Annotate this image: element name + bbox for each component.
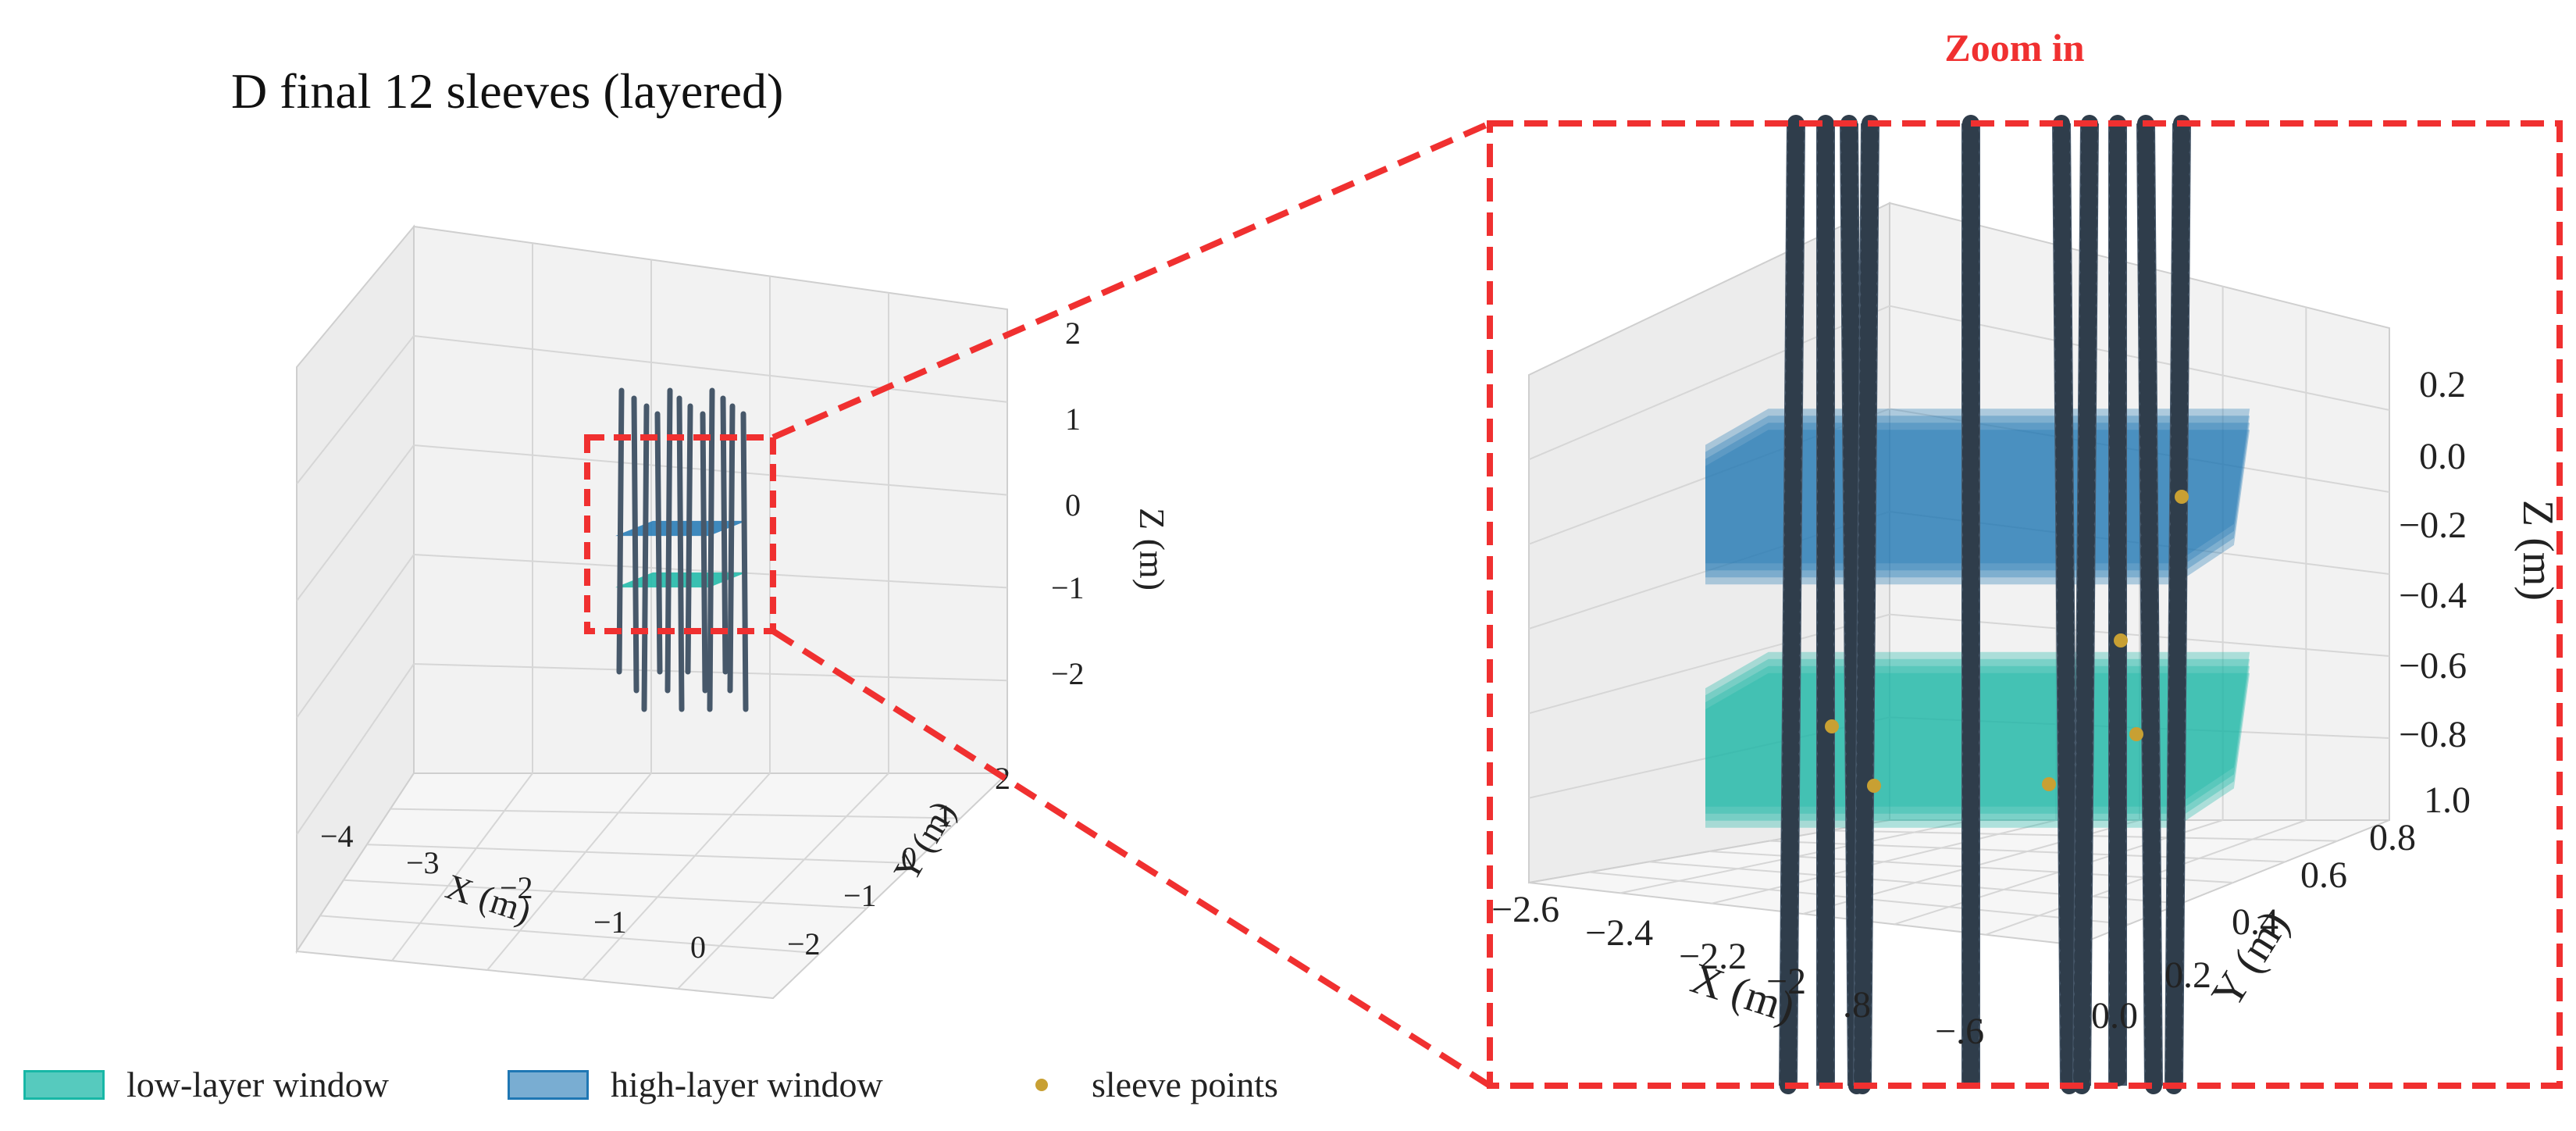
right-x-tick: −2: [1766, 961, 1806, 1002]
right-x-tick: −2.4: [1585, 912, 1653, 954]
grid-line: [413, 335, 1008, 403]
left-x-tick: 0: [690, 929, 706, 965]
left-z-tick: −1: [1051, 570, 1085, 605]
legend-points-marker: [1035, 1078, 1048, 1091]
left-y-tick: −2: [787, 926, 821, 962]
right-z-tick: −0.8: [2399, 714, 2467, 755]
right-sleeves: [1779, 115, 2191, 1094]
right-y-tick: 0.2: [2164, 954, 2211, 996]
sleeve-rod: [631, 395, 640, 694]
sleeve-texture: [1854, 115, 1879, 1094]
sleeve-texture: [2137, 115, 2162, 1094]
sleeve-rod: [641, 403, 650, 712]
right-z-tick: 0.0: [2419, 436, 2466, 477]
grid-line: [296, 444, 415, 601]
zoom-title: Zoom in: [1944, 26, 2084, 70]
right-y-tick: 1.0: [2424, 780, 2471, 821]
left-x-tick: −2: [500, 870, 533, 905]
left-y-tick: 0: [901, 840, 917, 876]
left-y-tick: 1: [937, 798, 953, 833]
left-title: D final 12 sleeves (layered): [231, 63, 783, 119]
right-y-label: Y (m): [2202, 902, 2298, 1016]
right-sleeve-points: [1825, 490, 2189, 793]
left-z-tick: 2: [1065, 316, 1081, 351]
sleeve-rod: [740, 411, 749, 712]
left-z-tick: −2: [1051, 656, 1085, 691]
left-y-ticks: −2 −1 0 1 2: [787, 761, 1010, 962]
sleeve-rod: [707, 387, 715, 712]
legend-high-label: high-layer window: [611, 1065, 883, 1104]
right-z-tick: −0.6: [2399, 645, 2467, 687]
right-x-tick: −.6: [1935, 1011, 1984, 1052]
sleeve-rod: [676, 395, 685, 712]
left-x-ticks: −4 −3 −2 −1 0: [320, 819, 706, 965]
zoom-link-top: [771, 120, 1491, 441]
zoom-source-box: [584, 434, 776, 634]
sleeve-texture: [2053, 115, 2078, 1094]
sleeve-rod: [720, 395, 729, 675]
left-y-tick: −1: [843, 878, 877, 913]
left-z-label: Z (m): [1132, 508, 1172, 590]
left-3d-plot: D final 12 sleeves (layered) 2 1 0 −1 −2…: [231, 63, 1172, 1000]
left-x-tick: −1: [593, 904, 627, 940]
left-z-tick: 0: [1065, 487, 1081, 523]
legend-item-high: high-layer window: [508, 1064, 883, 1105]
grid-line: [296, 554, 415, 719]
sleeve-rod: [727, 403, 736, 694]
sleeve-texture: [1780, 115, 1805, 1094]
sleeve-point: [2129, 727, 2143, 741]
legend-item-low: low-layer window: [23, 1064, 389, 1105]
grid-line: [319, 915, 821, 954]
sleeve-rod: [685, 403, 693, 675]
grid-line: [582, 772, 771, 980]
right-x-tick: .8: [1843, 984, 1871, 1026]
right-y-tick: 0.0: [2091, 995, 2138, 1036]
sleeve-texture: [2165, 115, 2190, 1094]
legend-low-label: low-layer window: [126, 1065, 389, 1104]
right-z-ticks: 0.2 0.0 −0.2 −0.4 −0.6 −0.8: [2399, 364, 2467, 755]
right-z-tick: 0.2: [2419, 364, 2466, 405]
sleeve-point: [2175, 490, 2189, 504]
right-y-tick: 0.4: [2232, 901, 2278, 943]
sleeve-point: [2114, 633, 2128, 648]
legend-item-points: sleeve points: [999, 1064, 1278, 1105]
grid-line: [486, 772, 652, 971]
sleeve-point: [1825, 719, 1839, 733]
grid-line: [343, 879, 868, 909]
grid-line: [391, 772, 533, 962]
grid-line: [296, 663, 415, 835]
left-z-tick: 1: [1065, 401, 1081, 437]
right-z-tick: −0.2: [2399, 505, 2467, 546]
legend-points-label: sleeve points: [1092, 1065, 1278, 1104]
right-x-tick: −2.2: [1679, 936, 1747, 977]
zoom-target-frame: [1487, 120, 2563, 1089]
grid-line: [677, 772, 889, 990]
right-x-tick: −2.6: [1491, 889, 1559, 930]
sleeve-point: [2042, 777, 2056, 791]
right-x-ticks: −2.6 −2.4 −2.2 −2 .8 −.6: [1491, 889, 1984, 1052]
grid-line: [296, 335, 415, 485]
legend-low-swatch: [23, 1069, 105, 1100]
left-x-tick: −3: [406, 845, 440, 880]
grid-line: [366, 844, 914, 865]
sleeve-rod: [700, 411, 708, 694]
legend-high-swatch: [508, 1069, 589, 1100]
sleeve-texture: [2073, 115, 2098, 1094]
right-z-tick: −0.4: [2399, 575, 2467, 616]
right-y-ticks: 0.0 0.2 0.4 0.6 0.8 1.0: [2091, 780, 2471, 1036]
sleeve-point: [1867, 779, 1881, 793]
right-y-tick: 0.8: [2369, 817, 2416, 858]
grid-line: [390, 808, 961, 819]
right-z-label: Z (m): [2514, 500, 2562, 601]
left-z-ticks: 2 1 0 −1 −2: [1051, 316, 1085, 691]
right-3d-plot: Zoom in 0.2 0.0 −0.2 −0.4 −0.6 −0.8 Z (m…: [1491, 26, 2562, 1094]
left-x-tick: −4: [320, 819, 354, 854]
left-pane-floor: [295, 772, 1010, 1000]
right-y-tick: 0.6: [2300, 854, 2347, 896]
